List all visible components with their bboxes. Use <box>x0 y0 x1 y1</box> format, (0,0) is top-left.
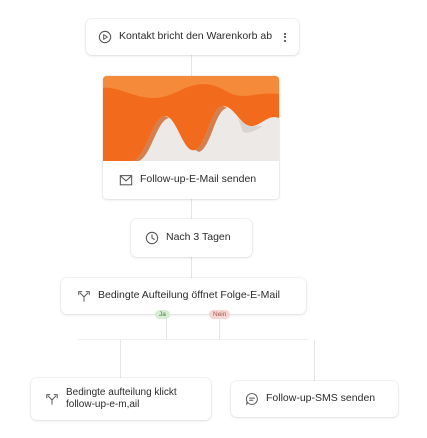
delay-label: Nach 3 Tagen <box>166 231 231 244</box>
split-label: Bedingte Aufteilung öffnet Folge-E-Mail <box>98 289 280 302</box>
connector <box>120 340 121 378</box>
delay-node[interactable]: Nach 3 Tagen <box>131 219 252 257</box>
more-options-icon[interactable] <box>281 32 289 42</box>
split-icon <box>45 392 59 406</box>
email-thumbnail-image <box>103 76 279 161</box>
message-icon <box>245 392 259 406</box>
send-sms-node[interactable]: Follow-up-SMS senden <box>231 381 398 417</box>
play-circle-icon <box>98 30 112 44</box>
mail-icon <box>119 173 133 187</box>
connector <box>191 257 192 278</box>
left-branch-split-node[interactable]: Bedingte aufteilung klickt follow-up-e-m… <box>31 378 211 420</box>
sms-label: Follow-up-SMS senden <box>266 392 376 405</box>
clock-icon <box>145 231 159 245</box>
connector <box>191 55 192 76</box>
left-branch-label: Bedingte aufteilung klickt follow-up-e-m… <box>66 386 177 411</box>
connector <box>314 340 315 381</box>
branch-connector-area <box>78 339 308 370</box>
trigger-label: Kontakt bricht den Warenkorb ab <box>119 30 273 43</box>
connector <box>219 318 220 340</box>
send-email-node[interactable]: Follow-up-E-Mail senden <box>103 76 279 199</box>
email-label: Follow-up-E-Mail senden <box>140 173 257 186</box>
trigger-node[interactable]: Kontakt bricht den Warenkorb ab <box>86 19 299 55</box>
connector <box>166 318 167 340</box>
yes-branch-badge: Ja <box>155 310 170 319</box>
connector <box>191 199 192 219</box>
no-branch-badge: Nein <box>209 310 231 319</box>
split-icon <box>77 289 91 303</box>
conditional-split-node[interactable]: Bedingte Aufteilung öffnet Folge-E-Mail <box>61 278 306 314</box>
